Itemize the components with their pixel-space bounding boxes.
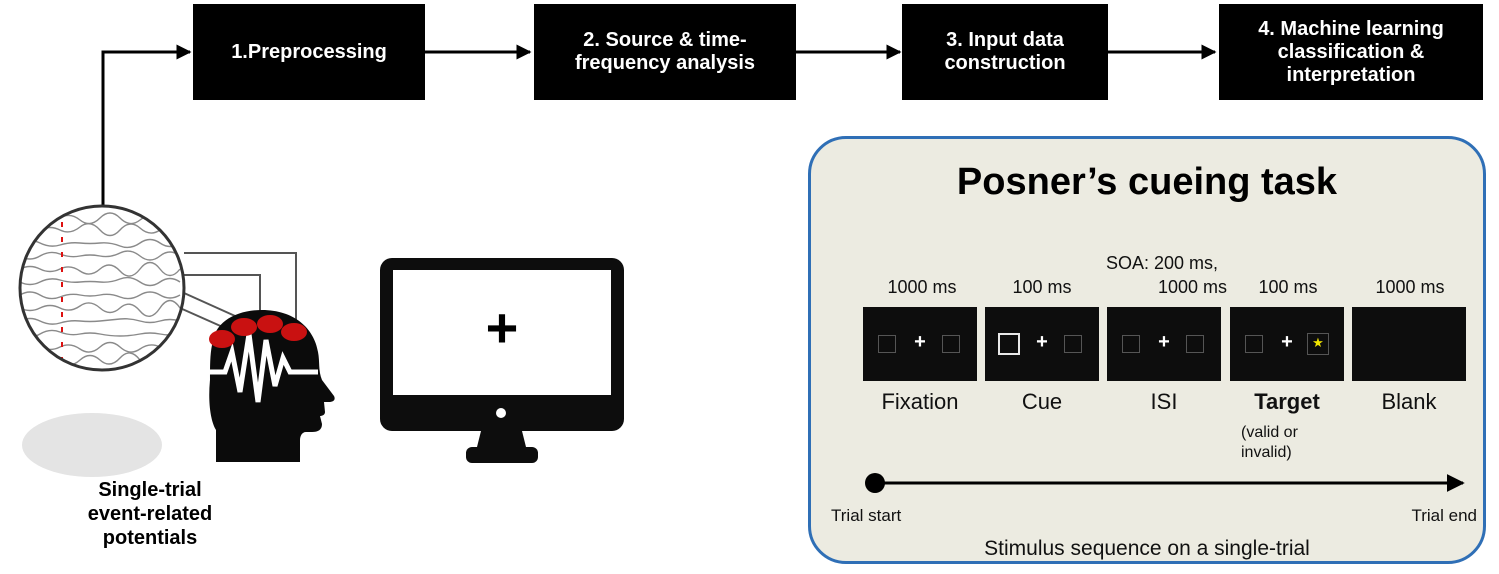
- step-preprocessing-label: 1.Preprocessing: [231, 40, 387, 63]
- label-fixation: Fixation: [881, 389, 959, 414]
- label-isi: ISI: [1150, 389, 1178, 414]
- step-source-time-frequency: 2. Source & time- frequency analysis: [534, 4, 796, 100]
- trial-timeline: [865, 473, 1465, 493]
- duration-target: 100 ms: [1258, 277, 1318, 297]
- right-box: [1186, 335, 1204, 353]
- left-box: [878, 335, 896, 353]
- target-plus: +: [1281, 331, 1293, 353]
- isi-plus: +: [1158, 331, 1170, 353]
- monitor-fixation-cross: +: [485, 296, 519, 359]
- duration-isi: 1000 ms: [1157, 277, 1227, 297]
- target-right-box: ★: [1307, 333, 1329, 355]
- left-box: [1122, 335, 1140, 353]
- target-star-icon: ★: [1312, 335, 1324, 350]
- trial-start-label: Trial start: [831, 506, 902, 525]
- cue-plus: +: [1036, 331, 1048, 353]
- stimulus-isi: +: [1107, 307, 1221, 381]
- head-with-electrodes-icon: [198, 310, 335, 462]
- duration-blank: 1000 ms: [1375, 277, 1445, 297]
- step-source-label: 2. Source & time- frequency analysis: [574, 29, 756, 74]
- right-box: [1064, 335, 1082, 353]
- stimulus-fixation: +: [863, 307, 977, 381]
- left-box: [1245, 335, 1263, 353]
- stimulus-target: + ★: [1230, 307, 1344, 381]
- trial-end-label: Trial end: [1411, 506, 1477, 525]
- fixation-plus: +: [914, 331, 926, 353]
- posner-title: Posner’s cueing task: [956, 161, 1338, 203]
- step-machine-learning: 4. Machine learning classification & int…: [1219, 4, 1483, 100]
- duration-fixation: 1000 ms: [887, 277, 957, 297]
- electrode-connectors: [179, 252, 297, 329]
- sequence-caption: Stimulus sequence on a single-trial: [984, 537, 1310, 560]
- step-preprocessing: 1.Preprocessing: [193, 4, 425, 100]
- monitor-icon: [380, 258, 624, 463]
- duration-cue: 100 ms: [1012, 277, 1072, 297]
- right-box: [942, 335, 960, 353]
- step-input-label: 3. Input data construction: [944, 29, 1066, 74]
- arrow-eeg-to-preprocessing: [101, 44, 192, 205]
- duration-soa: SOA: 200 ms,: [1105, 253, 1219, 273]
- step-input-data-construction: 3. Input data construction: [902, 4, 1108, 100]
- label-cue: Cue: [1021, 389, 1063, 414]
- stimulus-blank: [1352, 307, 1466, 381]
- pipeline-arrows: [101, 44, 1217, 205]
- label-target: Target: [1254, 389, 1320, 414]
- posner-task-panel: Posner’s cueing task 1000 ms 100 ms SOA:…: [808, 136, 1486, 564]
- step-ml-label: 4. Machine learning classification & int…: [1258, 17, 1444, 86]
- eeg-caption: Single-trial event-related potentials: [87, 479, 213, 549]
- label-blank: Blank: [1381, 389, 1437, 414]
- head-shadow: [22, 413, 162, 477]
- eeg-traces-circle: [18, 204, 186, 372]
- target-note: (valid or invalid): [1241, 424, 1298, 461]
- stimulus-cue: +: [985, 307, 1099, 381]
- cued-left-box: [998, 333, 1020, 355]
